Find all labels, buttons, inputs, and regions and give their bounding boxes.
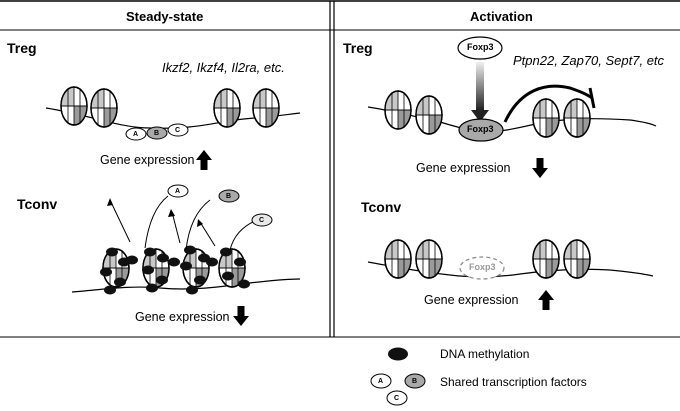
factor-a-label: A <box>378 378 384 385</box>
methylation-dot <box>156 275 168 285</box>
gene-expression-label: Gene expression <box>100 153 195 167</box>
treg-steady-state-chromatin <box>45 86 301 170</box>
foxp3-label: Foxp3 <box>469 262 496 272</box>
header-activation: Activation <box>470 9 533 24</box>
factor-b-label: B <box>412 378 418 385</box>
nucleosome <box>90 88 118 128</box>
methylation-dot <box>100 267 112 277</box>
methylation-legend-dot <box>388 347 408 361</box>
treg-label: Treg <box>343 40 373 56</box>
factor-b <box>404 373 426 389</box>
up-arrow-icon <box>538 290 554 310</box>
methylation-dot <box>142 265 154 275</box>
methylation-dot <box>194 275 206 285</box>
methylation-dot <box>144 247 156 257</box>
methylation-dot <box>126 255 138 265</box>
methylation-dot <box>184 245 196 255</box>
methylation-dots <box>100 245 250 295</box>
treg-activation-chromatin <box>367 36 657 178</box>
nucleosome <box>563 98 591 138</box>
foxp3-label: Foxp3 <box>467 124 494 134</box>
factor-b-label: B <box>154 130 160 137</box>
factor-c-label: C <box>175 127 181 134</box>
nucleosome <box>384 239 412 279</box>
methylation-dot <box>146 283 158 293</box>
tconv-label: Tconv <box>17 196 58 212</box>
factor-a <box>370 373 392 389</box>
nucleosome <box>532 239 560 279</box>
factor-b <box>146 126 168 140</box>
foxp3-label: Foxp3 <box>467 42 494 52</box>
factor-c-label: C <box>259 217 265 224</box>
foxp3-free <box>457 36 503 60</box>
methylation-dot <box>168 257 180 267</box>
tconv-label: Tconv <box>361 199 402 215</box>
nucleosome <box>415 95 443 135</box>
methylation-dot <box>238 279 250 289</box>
gene-expression-label: Gene expression <box>135 310 230 324</box>
methylation-dot <box>157 253 169 263</box>
gene-list-activation: Ptpn22, Zap70, Sept7, etc <box>513 53 665 68</box>
nucleosome <box>60 86 88 126</box>
foxp3-bound <box>458 118 504 142</box>
factor-a-label: A <box>133 131 139 138</box>
methylation-dot <box>114 277 126 287</box>
factor-a <box>167 184 189 198</box>
factor-c <box>167 123 189 137</box>
factor-a <box>125 127 147 141</box>
factor-c <box>251 213 273 227</box>
frame <box>0 0 680 338</box>
methylation-dot <box>104 285 116 295</box>
foxp3-absent <box>459 256 505 280</box>
nucleosome <box>252 88 280 128</box>
methylation-dot <box>206 257 218 267</box>
up-arrow-icon <box>196 150 212 170</box>
factor-a-label: A <box>175 188 181 195</box>
tconv-activation-chromatin <box>367 239 654 310</box>
nucleosome <box>384 90 412 130</box>
nucleosome <box>532 98 560 138</box>
legend <box>370 347 426 406</box>
header-steady-state: Steady-state <box>126 9 204 24</box>
legend-shared-tf-label: Shared transcription factors <box>440 375 587 389</box>
factor-b-label: B <box>226 193 232 200</box>
gene-expression-label: Gene expression <box>424 293 519 307</box>
legend-methylation-label: DNA methylation <box>440 347 530 361</box>
factor-b <box>218 189 240 203</box>
nucleosome <box>213 88 241 128</box>
down-arrow-icon <box>532 158 548 178</box>
gene-list-steady-state: Ikzf2, Ikzf4, Il2ra, etc. <box>162 60 285 75</box>
methylation-dot <box>234 257 246 267</box>
down-arrow-icon <box>233 306 249 326</box>
treg-label: Treg <box>7 40 37 56</box>
methylation-dot <box>220 247 232 257</box>
gene-expression-label: Gene expression <box>416 161 511 175</box>
methylation-dot <box>186 285 198 295</box>
factor-c <box>386 390 408 406</box>
tconv-steady-state-chromatin <box>71 184 301 326</box>
methylation-dot <box>180 261 192 271</box>
nucleosome <box>563 239 591 279</box>
methylation-dot <box>222 271 234 281</box>
factor-c-label: C <box>394 395 400 402</box>
methylation-dot <box>106 247 118 257</box>
nucleosome <box>415 239 443 279</box>
